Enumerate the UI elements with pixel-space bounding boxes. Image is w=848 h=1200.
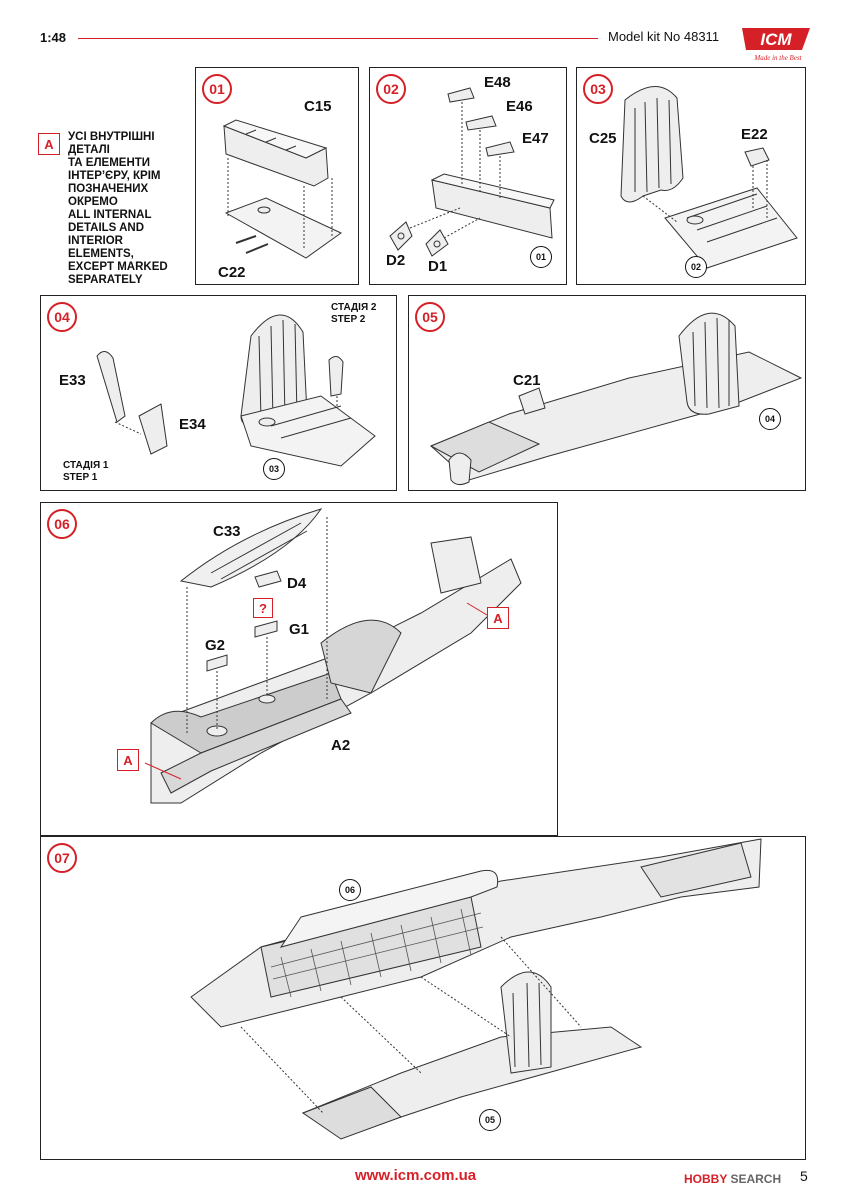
step-03-badge: 03	[583, 74, 613, 104]
part-e22-label: E22	[741, 126, 768, 143]
note-line: SEPARATELY	[68, 274, 143, 286]
step-01-drawing	[222, 119, 342, 259]
note-line: DETAILS AND	[68, 222, 145, 234]
interior-marker-a: A	[487, 607, 509, 629]
note-line: ПОЗНАЧЕНИХ	[68, 183, 149, 195]
part-e46-label: E46	[506, 98, 533, 115]
step-07-badge: 07	[47, 843, 77, 873]
part-d4-label: D4	[287, 575, 307, 592]
part-d1-label: D1	[428, 258, 448, 275]
watermark: HOBBY SEARCH	[684, 1172, 782, 1186]
step-05-badge: 05	[415, 302, 445, 332]
part-e33-label: E33	[59, 372, 86, 389]
step-02-panel: 02 E48 E46 E47 D2 D1 01	[369, 67, 567, 285]
ref-step-04: 04	[759, 408, 781, 430]
step-04-drawing	[96, 314, 376, 467]
part-c22-label: C22	[218, 264, 246, 281]
ref-step-06: 06	[339, 879, 361, 901]
step-06-panel: 06 C33 D4 G1 G2 A2 ? A A	[40, 502, 558, 836]
icm-logo: ICM Made in the Best	[738, 22, 814, 62]
step-07-panel: 07 06 05	[40, 836, 806, 1160]
website-link[interactable]: www.icm.com.ua	[355, 1167, 477, 1184]
step-06-drawing	[144, 508, 522, 804]
note-line: ДЕТАЛІ	[68, 144, 110, 156]
part-g2-label: G2	[205, 637, 226, 654]
part-e48-label: E48	[484, 74, 511, 91]
step-03-panel: 03 C25 E22 02	[576, 67, 806, 285]
model-kit-number: Model kit No 48311	[608, 29, 720, 44]
step-01-badge: 01	[202, 74, 232, 104]
part-c15-label: C15	[304, 98, 332, 115]
scale-label: 1:48	[40, 30, 67, 45]
part-d2-label: D2	[386, 252, 406, 269]
note-line: INTERIOR	[68, 235, 123, 247]
step-05-panel: 05 C21 04	[408, 295, 806, 491]
logo-brand: ICM	[760, 30, 792, 49]
ref-step-02: 02	[685, 256, 707, 278]
note-badge: A	[38, 133, 60, 155]
part-e47-label: E47	[522, 130, 549, 147]
step-04-badge: 04	[47, 302, 77, 332]
ref-step-01: 01	[530, 246, 552, 268]
page-number: 5	[800, 1168, 808, 1184]
header-rule	[78, 38, 598, 39]
note-line: ELEMENTS,	[68, 248, 134, 260]
unknown-part-marker: ?	[253, 598, 273, 618]
part-e34-label: E34	[179, 416, 206, 433]
logo-tagline: Made in the Best	[753, 54, 802, 62]
assembly-note: УСІ ВНУТРІШНІ ДЕТАЛІ ТА ЕЛЕМЕНТИ ІНТЕР’Є…	[68, 131, 186, 287]
part-c25-label: C25	[589, 130, 617, 147]
step-02-drawing	[389, 87, 555, 257]
note-line: ОКРЕМО	[68, 196, 118, 208]
part-a2-label: A2	[331, 737, 351, 754]
part-c21-label: C21	[513, 372, 541, 389]
step-02-badge: 02	[376, 74, 406, 104]
part-g1-label: G1	[289, 621, 310, 638]
note-line: ТА ЕЛЕМЕНТИ	[68, 157, 151, 169]
note-line: ALL INTERNAL	[68, 209, 152, 221]
step-06-badge: 06	[47, 509, 77, 539]
step-07-drawing	[190, 838, 762, 1140]
note-line: EXCEPT MARKED	[68, 261, 168, 273]
ref-step-05: 05	[479, 1109, 501, 1131]
interior-marker-a: A	[117, 749, 139, 771]
note-line: ІНТЕР’ЄРУ, КРІМ	[68, 170, 161, 182]
step-03-drawing	[620, 86, 798, 269]
note-line: УСІ ВНУТРІШНІ	[68, 131, 155, 143]
ref-step-03: 03	[263, 458, 285, 480]
step-05-drawing	[429, 312, 803, 486]
step-01-panel: 01 C15 C22	[195, 67, 359, 285]
part-c33-label: C33	[213, 523, 241, 540]
